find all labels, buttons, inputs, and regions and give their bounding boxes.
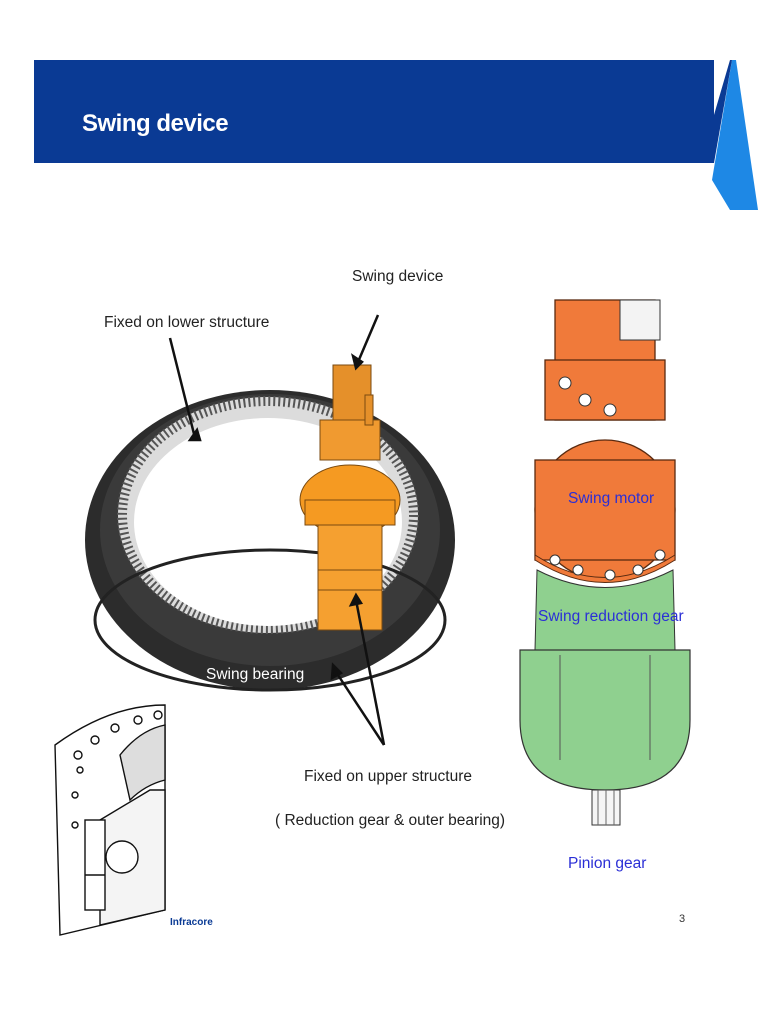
label-swing-reduction-gear: Swing reduction gear (538, 608, 684, 625)
label-fixed-upper-structure: Fixed on upper structure (304, 768, 473, 785)
swing-motor-assembly-image (519, 299, 691, 826)
annotation-arrows (168, 314, 386, 746)
company-logo: Infracore (170, 917, 213, 928)
label-swing-device: Swing device (352, 268, 444, 285)
label-fixed-upper-detail: ( Reduction gear & outer bearing) (275, 812, 506, 829)
swing-device-image (299, 364, 401, 631)
label-swing-bearing: Swing bearing (206, 666, 305, 683)
header-accent-shape (700, 60, 758, 210)
label-fixed-lower-structure: Fixed on lower structure (104, 314, 270, 331)
label-pinion-gear: Pinion gear (568, 855, 647, 872)
header-bar (34, 60, 714, 163)
swing-bearing-ring-image (85, 390, 455, 692)
bearing-cross-section-image (54, 704, 166, 936)
label-swing-motor: Swing motor (568, 490, 655, 507)
page-number: 3 (679, 913, 686, 925)
slide-title: Swing device (82, 110, 229, 137)
